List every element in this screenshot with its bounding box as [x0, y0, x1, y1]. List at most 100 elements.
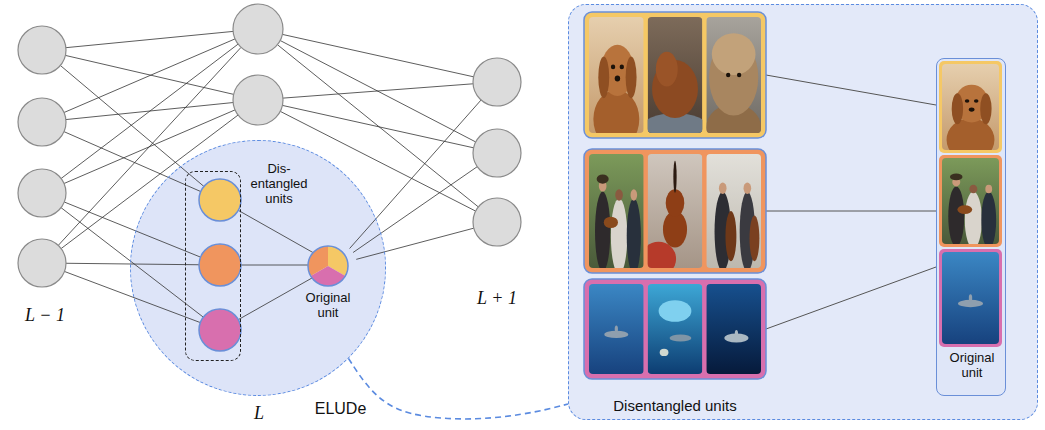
original-unit-column: Original unit [936, 58, 1006, 396]
photo-shape [719, 183, 727, 194]
weight-line [66, 31, 233, 47]
weight-line [61, 208, 203, 318]
weight-line [58, 47, 241, 245]
photo-shape [712, 33, 756, 75]
weight-line [238, 276, 316, 320]
photo [942, 252, 999, 344]
weight-line [64, 132, 201, 192]
photo-ground [942, 252, 999, 344]
original-unit: Original unit [306, 244, 350, 288]
photo [589, 284, 644, 374]
photo-shape [615, 76, 620, 82]
image-row [584, 149, 766, 276]
photo-shape [615, 189, 623, 200]
neuron [473, 129, 521, 177]
weight-line [283, 84, 473, 98]
elude-panel: Disentangled units Original unit [568, 4, 1038, 420]
layer-label: L − 1 [25, 305, 65, 326]
photo-shape [604, 217, 618, 228]
weight-line [60, 65, 204, 186]
weight-line [64, 39, 235, 113]
photo-shape [969, 107, 975, 111]
weight-line [65, 55, 233, 94]
pie [308, 246, 348, 286]
photo-shape [726, 73, 730, 78]
photo-shape [670, 334, 692, 341]
photo-shape [659, 300, 692, 322]
photo [648, 154, 703, 268]
weight-line [64, 202, 200, 257]
photo-ground [648, 284, 703, 374]
photo-shape [980, 93, 991, 124]
weight-line [64, 271, 200, 322]
original-unit-column-art [937, 59, 1007, 397]
photo [589, 154, 644, 268]
photo [648, 17, 703, 133]
zoom-connector [349, 359, 568, 419]
node-label: Original unit [296, 291, 360, 321]
photo-ground [706, 284, 761, 374]
elude-region-fill [130, 140, 386, 396]
photo-shape [969, 294, 972, 301]
neuron [473, 198, 521, 246]
neuron [233, 75, 283, 125]
node-label: Disentangled units [613, 397, 736, 414]
original-unit-art [306, 244, 350, 288]
photo-shape [950, 173, 963, 180]
weight-line [280, 111, 475, 211]
photo-shape [611, 198, 627, 268]
weight-line [238, 210, 316, 254]
column-image [939, 61, 1002, 161]
disentangled-neuron [199, 309, 241, 351]
photo-shape [631, 189, 638, 200]
elude-region: LDis- entangled unitsOriginal unit [130, 140, 386, 396]
photo-shape [666, 189, 685, 216]
photo-shape [611, 65, 615, 70]
image-row [584, 279, 766, 379]
image-row-frame [584, 279, 766, 379]
photo [706, 284, 761, 374]
photo-shape [595, 192, 610, 268]
weight-line [353, 167, 477, 253]
photo-shape [981, 192, 996, 244]
weight-line [282, 34, 473, 76]
neuron [18, 26, 66, 74]
node-label: Original unit [940, 351, 1004, 381]
weight-line [61, 44, 238, 178]
photo-shape [626, 56, 637, 98]
photo-shape [965, 192, 982, 244]
photo-shape [737, 73, 741, 78]
column-image [939, 249, 1002, 347]
row-links [766, 75, 936, 329]
neuron [233, 4, 283, 54]
photo-shape [598, 56, 609, 98]
photo-shape [952, 93, 963, 124]
layer-label: L + 1 [477, 288, 517, 309]
pie-slice [308, 246, 328, 276]
network-weights [58, 31, 481, 322]
node-label: L [254, 403, 264, 424]
disentangled-neuron [199, 244, 241, 286]
neurons [18, 4, 521, 351]
row-link [766, 267, 936, 329]
photo-shape [969, 185, 977, 194]
image-row [584, 12, 766, 150]
photo-shape [615, 325, 618, 332]
column-frame [939, 249, 1002, 347]
disentangled-group: Dis- entangled units [185, 171, 241, 361]
photo-shape [965, 99, 970, 102]
weight-line [277, 45, 478, 207]
photo-shape [627, 198, 641, 268]
pie-outline [308, 246, 348, 286]
disentangled-neuron [199, 179, 241, 221]
edge-label: ELUDe [313, 400, 369, 418]
photo-shape [725, 211, 736, 261]
weight-line [350, 100, 482, 249]
row-link [766, 211, 936, 212]
photo-shape [597, 175, 609, 184]
neuron [18, 239, 66, 287]
photo-ground [589, 284, 644, 374]
photo [942, 64, 999, 150]
photo-shape [660, 349, 669, 356]
